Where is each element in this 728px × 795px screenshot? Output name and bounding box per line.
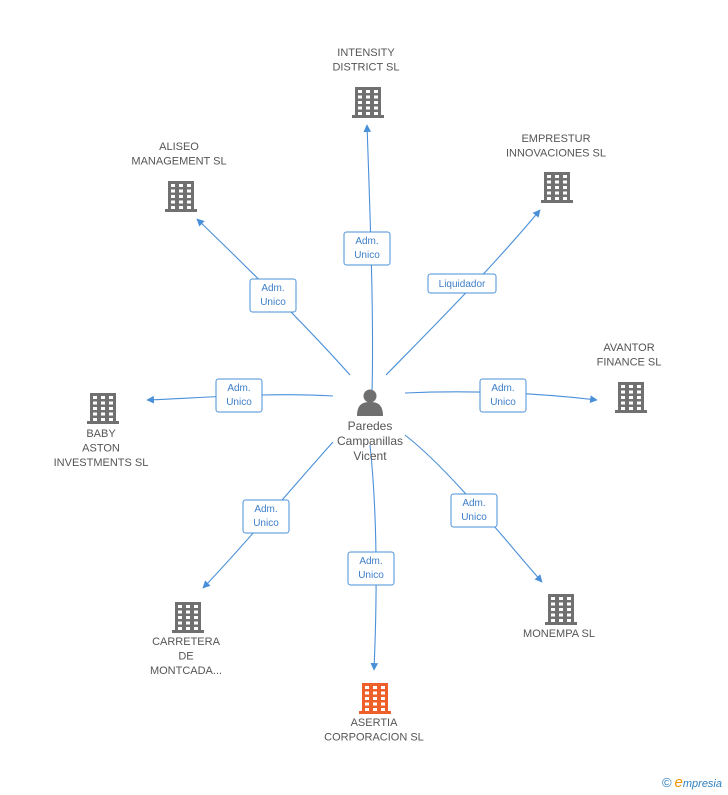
building-icon[interactable] bbox=[87, 393, 119, 424]
edges-layer: Adm.UnicoLiquidadorAdm.UnicoAdm.UnicoAdm… bbox=[146, 124, 598, 671]
role-label-line: Unico bbox=[354, 250, 380, 261]
person-name-line: Campanillas bbox=[337, 434, 403, 448]
company-name-line: EMPRESTUR bbox=[521, 133, 590, 145]
copyright-icon: © bbox=[661, 775, 672, 790]
company-name-line: INNOVACIONES SL bbox=[506, 148, 606, 160]
empresia-credit: ©empresia bbox=[662, 774, 722, 791]
company-name-line: ASTON bbox=[82, 443, 120, 455]
company-name-line: DE bbox=[178, 651, 193, 663]
company-name-line: MANAGEMENT SL bbox=[131, 156, 226, 168]
person-name-line: Paredes bbox=[348, 419, 393, 433]
company-name: INTENSITY DISTRICT SL bbox=[332, 47, 399, 74]
company-name-line: MONEMPA SL bbox=[523, 628, 595, 640]
edge-emprestur: Liquidador bbox=[385, 209, 541, 376]
company-node-asertia[interactable]: ASERTIA CORPORACION SL bbox=[324, 683, 424, 744]
role-label: Adm. Unico bbox=[354, 236, 380, 261]
company-name-line: BABY bbox=[86, 428, 116, 440]
edge-asertia: Adm. Unico bbox=[347, 444, 395, 671]
edge-monempa: Adm. Unico bbox=[404, 434, 543, 583]
edge-intensity: Adm. Unico bbox=[343, 124, 391, 393]
building-icon[interactable] bbox=[615, 382, 647, 413]
company-name: ASERTIA CORPORACION SL bbox=[324, 717, 424, 744]
role-label-line: Unico bbox=[490, 397, 516, 408]
company-node-monempa[interactable]: MONEMPA SL bbox=[523, 594, 595, 640]
role-label-line: Unico bbox=[260, 297, 286, 308]
company-name: BABY ASTON INVESTMENTS SL bbox=[54, 428, 149, 469]
building-icon[interactable] bbox=[352, 87, 384, 118]
company-name-line: DISTRICT SL bbox=[332, 62, 399, 74]
edge-avantor: Adm. Unico bbox=[404, 378, 598, 413]
edge-aliseo: Adm. Unico bbox=[196, 218, 351, 376]
person-name-line: Vicent bbox=[353, 449, 387, 463]
building-icon[interactable] bbox=[541, 172, 573, 203]
company-name-line: CORPORACION SL bbox=[324, 732, 424, 744]
role-label-line: Unico bbox=[358, 570, 384, 581]
role-label: Adm. Unico bbox=[253, 504, 279, 529]
edge-carretera: Adm. Unico bbox=[202, 441, 334, 589]
company-name-line: ALISEO bbox=[159, 141, 199, 153]
role-label-line: Unico bbox=[226, 397, 252, 408]
company-name-line: FINANCE SL bbox=[597, 357, 662, 369]
company-node-aliseo[interactable]: ALISEO MANAGEMENT SL bbox=[131, 141, 227, 212]
role-label: Adm. Unico bbox=[226, 383, 252, 408]
company-name-line: AVANTOR bbox=[603, 342, 654, 354]
role-label-line: Adm. bbox=[261, 283, 284, 294]
company-node-intensity[interactable]: INTENSITY DISTRICT SL bbox=[332, 47, 400, 118]
company-name-line: MONTCADA... bbox=[150, 665, 222, 677]
role-badge[interactable]: Adm. Unico bbox=[249, 278, 297, 313]
empresia-logo-text: mpresia bbox=[682, 778, 722, 790]
company-name: EMPRESTUR INNOVACIONES SL bbox=[506, 133, 606, 160]
role-badge[interactable]: Adm. Unico bbox=[479, 378, 527, 413]
building-icon[interactable] bbox=[172, 602, 204, 633]
empresia-logo-initial: e bbox=[674, 774, 683, 791]
role-label-line: Unico bbox=[461, 512, 487, 523]
role-label-line: Liquidador bbox=[439, 279, 486, 290]
role-label: Adm. Unico bbox=[358, 556, 384, 581]
role-label-line: Adm. bbox=[359, 556, 382, 567]
role-label-line: Adm. bbox=[462, 498, 485, 509]
company-name-line: ASERTIA bbox=[351, 717, 399, 729]
role-label: Adm. Unico bbox=[260, 283, 286, 308]
role-label-line: Adm. bbox=[254, 504, 277, 515]
building-icon[interactable] bbox=[545, 594, 577, 625]
role-label-line: Adm. bbox=[227, 383, 250, 394]
building-icon[interactable] bbox=[165, 181, 197, 212]
company-node-carretera[interactable]: CARRETERA DE MONTCADA... bbox=[150, 602, 222, 677]
role-label: Adm. Unico bbox=[490, 383, 516, 408]
company-name-line: CARRETERA bbox=[152, 636, 221, 648]
role-badge[interactable]: Adm. Unico bbox=[347, 551, 395, 586]
company-name-line: INTENSITY bbox=[337, 47, 395, 59]
company-name: CARRETERA DE MONTCADA... bbox=[150, 636, 222, 677]
role-label-line: Adm. bbox=[491, 383, 514, 394]
role-badge[interactable]: Adm. Unico bbox=[450, 493, 498, 528]
company-name-line: INVESTMENTS SL bbox=[54, 457, 149, 469]
company-name: ALISEO MANAGEMENT SL bbox=[131, 141, 226, 168]
role-label-line: Unico bbox=[253, 518, 279, 529]
role-label: Adm. Unico bbox=[461, 498, 487, 523]
company-name: AVANTOR FINANCE SL bbox=[597, 342, 662, 369]
role-badge[interactable]: Adm. Unico bbox=[215, 378, 263, 413]
role-badge[interactable]: Adm. Unico bbox=[343, 231, 391, 266]
role-badge[interactable]: Adm. Unico bbox=[242, 499, 290, 534]
company-name: MONEMPA SL bbox=[523, 628, 595, 640]
edge-baby: Adm. Unico bbox=[146, 378, 334, 413]
company-node-avantor[interactable]: AVANTOR FINANCE SL bbox=[597, 342, 662, 413]
building-icon[interactable] bbox=[359, 683, 391, 714]
company-node-baby[interactable]: BABY ASTON INVESTMENTS SL bbox=[54, 393, 149, 469]
role-label: Liquidador bbox=[439, 279, 486, 290]
role-label-line: Adm. bbox=[355, 236, 378, 247]
company-node-emprestur[interactable]: EMPRESTUR INNOVACIONES SL bbox=[506, 133, 606, 203]
person-icon[interactable] bbox=[357, 389, 383, 417]
edge-line bbox=[385, 209, 541, 376]
role-badge[interactable]: Liquidador bbox=[427, 273, 497, 294]
